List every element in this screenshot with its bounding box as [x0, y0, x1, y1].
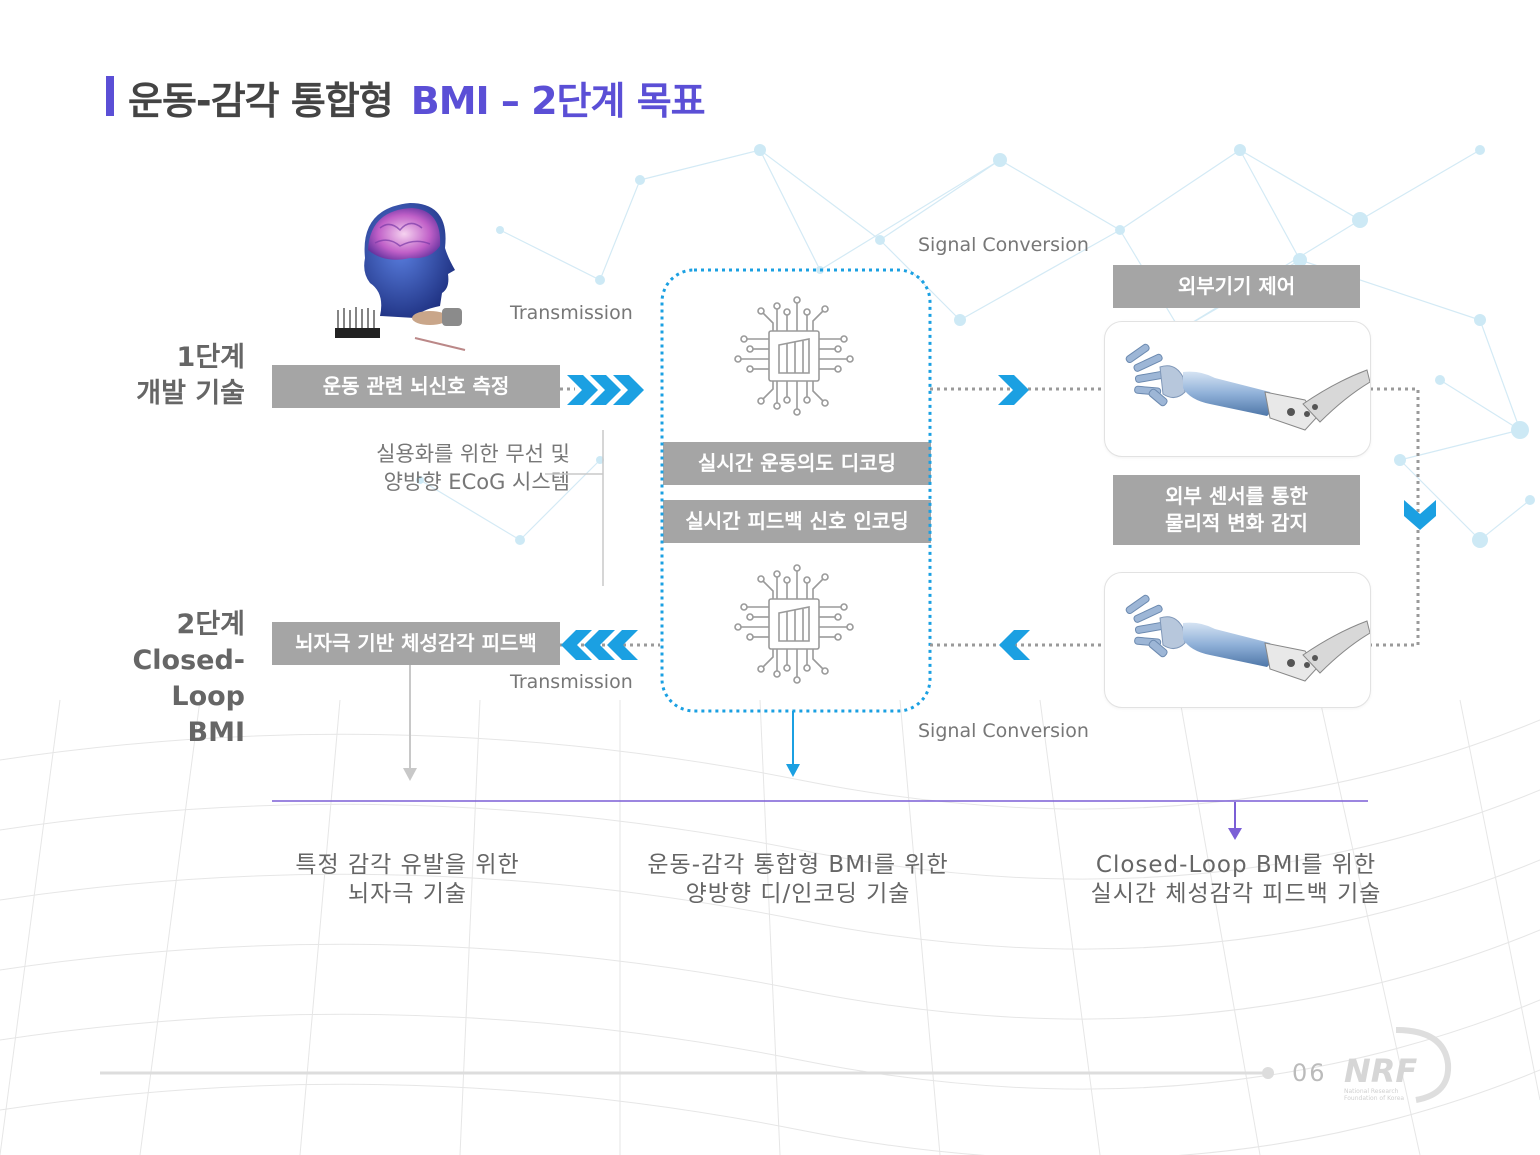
outcome-3: Closed-Loop BMI를 위한 실시간 체성감각 피드백 기술 — [1050, 851, 1422, 909]
robot-arm-frame-top — [1104, 321, 1371, 457]
title-accent: BMI – 2단계 목표 — [410, 79, 706, 123]
outcome-2-line2: 양방향 디/인코딩 기술 — [685, 881, 911, 907]
wireless-line2: 양방향 ECoG 시스템 — [383, 470, 570, 494]
stage2-line2: Closed-Loop — [132, 645, 245, 712]
chip-icon — [734, 296, 854, 416]
chevron-down-icon — [1404, 500, 1436, 530]
page-title: 운동-감각 통합형 BMI – 2단계 목표 — [128, 70, 706, 125]
stage2-line3: BMI — [187, 717, 246, 748]
nrf-logo-subtitle-1: National Research — [1344, 1088, 1399, 1095]
title-main: 운동-감각 통합형 — [128, 79, 394, 123]
nrf-logo-subtitle-2: Foundation of Korea — [1344, 1095, 1405, 1102]
nrf-logo-text: NRF — [1344, 1052, 1418, 1090]
chevron-left-icon — [999, 630, 1030, 660]
chevron-left-icon — [561, 630, 638, 660]
chevron-right-icon — [998, 375, 1029, 405]
encoding-box: 실시간 피드백 신호 인코딩 — [663, 500, 931, 543]
measure-box: 운동 관련 뇌신호 측정 — [272, 365, 560, 408]
nrf-logo-subtitle: National Research Foundation of Korea — [1344, 1088, 1404, 1102]
signal-conversion-label-top: Signal Conversion — [918, 234, 1089, 256]
stage2-label: 2단계 Closed-Loop BMI — [60, 607, 245, 751]
nrf-logo-swoosh — [1395, 1027, 1452, 1103]
sensor-box-line2: 물리적 변화 감지 — [1165, 511, 1308, 535]
wireless-description: 실용화를 위한 무선 및 양방향 ECoG 시스템 — [310, 440, 570, 496]
wireless-line1: 실용화를 위한 무선 및 — [376, 442, 570, 466]
external-control-box: 외부기기 제어 — [1113, 265, 1360, 308]
transmission-label-top: Transmission — [510, 302, 633, 324]
outcome-3-line1: Closed-Loop BMI를 위한 — [1095, 852, 1377, 878]
stage1-line1: 1단계 — [176, 342, 245, 373]
chevron-right-icon — [567, 375, 644, 405]
outcome-1-line2: 뇌자극 기술 — [347, 881, 468, 907]
stage2-line1: 2단계 — [176, 609, 245, 640]
title-accent-bar — [106, 76, 114, 116]
signal-conversion-label-bottom: Signal Conversion — [918, 720, 1089, 742]
page-number: 06 — [1292, 1059, 1327, 1087]
outcome-2: 운동-감각 통합형 BMI를 위한 양방향 디/인코딩 기술 — [608, 851, 988, 909]
feedback-box: 뇌자극 기반 체성감각 피드백 — [272, 622, 560, 665]
sensor-box-line1: 외부 센서를 통한 — [1165, 484, 1308, 508]
outcome-1: 특정 감각 유발을 위한 뇌자극 기술 — [250, 851, 565, 909]
outcome-3-line2: 실시간 체성감각 피드백 기술 — [1090, 881, 1382, 907]
stage1-label: 1단계 개발 기술 — [90, 340, 245, 412]
outcome-1-line1: 특정 감각 유발을 위한 — [295, 852, 520, 878]
brain-head-icon — [335, 203, 466, 351]
sensor-box: 외부 센서를 통한 물리적 변화 감지 — [1113, 475, 1360, 545]
outcome-2-line1: 운동-감각 통합형 BMI를 위한 — [647, 852, 949, 878]
robot-arm-frame-bottom — [1104, 572, 1371, 708]
processing-container — [660, 268, 932, 713]
robot-arm-icon — [1125, 343, 1370, 431]
chip-icon — [734, 564, 854, 684]
robot-arm-icon — [1125, 594, 1370, 682]
transmission-label-bottom: Transmission — [510, 671, 633, 693]
stage1-line2: 개발 기술 — [136, 378, 245, 409]
decoding-box: 실시간 운동의도 디코딩 — [663, 442, 931, 485]
nrf-logo: NRF National Research Foundation of Kore… — [1336, 1024, 1456, 1104]
